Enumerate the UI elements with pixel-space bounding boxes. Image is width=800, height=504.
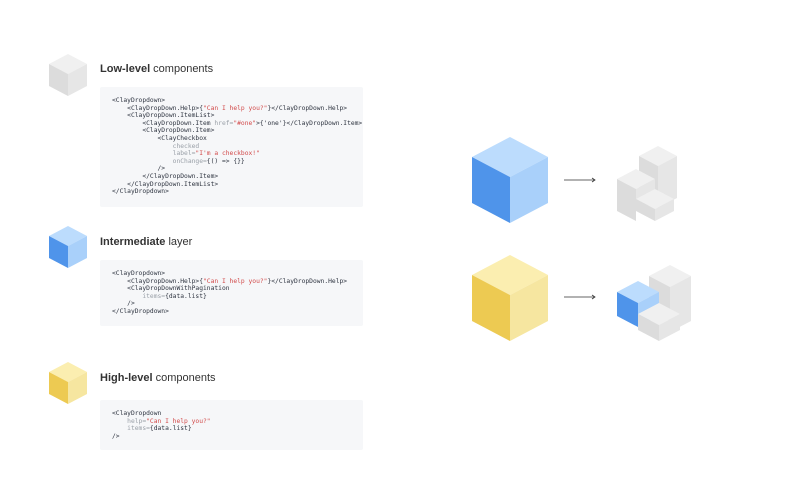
- code-line: </ClayDropdown>: [112, 308, 347, 316]
- code-block-low-level: <ClayDropdown> <ClayDropDown.Help>{"Can …: [100, 87, 363, 207]
- code-token: }</ClayDropDown.Help>: [267, 104, 348, 112]
- code-token: <ClayDropDown.Help>{: [112, 277, 203, 285]
- arrow-right-icon: [564, 294, 596, 300]
- code-line: items={data.list}: [112, 425, 211, 433]
- code-block-intermediate: <ClayDropdown> <ClayDropDown.Help>{"Can …: [100, 260, 363, 326]
- code-token: href=: [214, 119, 234, 127]
- code-token: help=: [112, 417, 147, 425]
- code-token: />: [112, 165, 166, 173]
- heading-intermediate: Intermediate layer: [100, 236, 193, 248]
- code-line: />: [112, 165, 362, 173]
- code-block-high-level: <ClayDropdown help="Can I help you?" ite…: [100, 400, 363, 450]
- code-token: </ClayDropdown>: [112, 188, 169, 196]
- code-token: items=: [112, 292, 166, 300]
- code-token: {data.list}: [149, 425, 192, 433]
- code-token: {data.list}: [165, 292, 207, 300]
- code-token: checked: [112, 142, 200, 150]
- heading-high-level: High-level components: [100, 372, 216, 384]
- code-line: />: [112, 300, 347, 308]
- code-token: <ClayDropDown.Item>: [112, 127, 215, 135]
- arrow-right-icon: [564, 177, 596, 183]
- code-token: <ClayDropDown.ItemList>: [112, 112, 215, 120]
- code-token: <ClayDropDown.Item: [112, 119, 215, 127]
- blue-cube-icon: [49, 226, 87, 268]
- code-token: items=: [112, 425, 150, 433]
- yellow-cube-icon: [49, 362, 87, 404]
- code-token: "Can I help you?": [203, 104, 268, 112]
- code-line: <ClayDropDown.ItemList>: [112, 112, 362, 120]
- code-token: />: [112, 300, 135, 308]
- code-line: <ClayDropDown.Help>{"Can I help you?"}</…: [112, 105, 362, 113]
- code-token: "Can I help you?": [203, 277, 268, 285]
- code-token: label=: [112, 150, 196, 158]
- code-line: <ClayDropDown.Help>{"Can I help you?"}</…: [112, 278, 347, 286]
- code-line: onChange={() => {}}: [112, 158, 362, 166]
- code-line: </ClayDropDown.Item>: [112, 173, 362, 181]
- heading-low-level: Low-level components: [100, 63, 214, 75]
- code-token: "#one": [233, 119, 257, 127]
- code-line: <ClayCheckbox: [112, 135, 362, 143]
- code-line: <ClayDropdown: [112, 410, 211, 418]
- code-token: </ClayDropDown.Item>: [112, 172, 219, 180]
- code-line: help="Can I help you?": [112, 417, 211, 426]
- code-token: "I'm a checkbox!": [195, 150, 260, 158]
- code-token: <ClayCheckbox: [112, 134, 207, 142]
- code-token: <ClayDropdown>: [112, 97, 166, 104]
- code-line: <ClayDropdown>: [112, 270, 347, 278]
- code-token: </ClayDropDown.ItemList>: [112, 180, 219, 188]
- code-line: items={data.list}: [112, 293, 347, 301]
- code-line: <ClayDropDownWithPagination: [112, 285, 347, 293]
- code-token: <ClayDropDown.Help>{: [112, 104, 203, 112]
- code-line: <ClayDropDown.Item href="#one">{'one'}</…: [112, 120, 362, 128]
- large-blue-cube-icon: [472, 137, 548, 223]
- code-token: <ClayDropdown>: [112, 270, 166, 277]
- code-line: checked: [112, 143, 362, 151]
- code-token: "Can I help you?": [146, 417, 211, 425]
- code-line: label="I'm a checkbox!": [112, 150, 362, 158]
- code-line: </ClayDropDown.ItemList>: [112, 181, 362, 189]
- code-token: />: [112, 432, 120, 440]
- large-yellow-cube-icon: [472, 255, 548, 341]
- code-line: />: [112, 433, 211, 441]
- code-token: >{'one'}</ClayDropDown.Item>: [256, 119, 363, 127]
- gray-cube-icon: [49, 54, 87, 96]
- code-token: <ClayDropdown: [112, 410, 162, 417]
- gray-stairs-icon: [617, 146, 677, 221]
- code-token: <ClayDropDownWithPagination: [112, 285, 230, 293]
- code-line: <ClayDropdown>: [112, 97, 362, 105]
- code-line: <ClayDropDown.Item>: [112, 127, 362, 135]
- blue-gray-stairs-icon: [617, 265, 691, 341]
- code-token: {() => {}}: [206, 157, 245, 165]
- code-token: </ClayDropdown>: [112, 307, 169, 315]
- code-line: </ClayDropdown>: [112, 188, 362, 196]
- code-token: onChange=: [112, 157, 207, 165]
- code-token: }</ClayDropDown.Help>: [267, 277, 348, 285]
